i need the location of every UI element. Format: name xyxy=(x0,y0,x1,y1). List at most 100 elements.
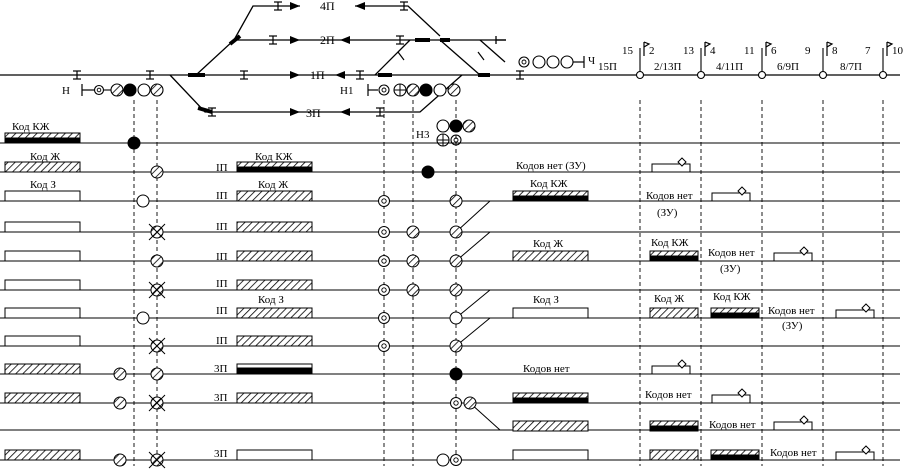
signal-circle-white xyxy=(436,453,450,467)
code-block xyxy=(4,307,81,319)
occupancy-box xyxy=(835,451,875,461)
code-block xyxy=(4,392,81,404)
code-block xyxy=(236,161,313,168)
label-kod-z-1: Код З xyxy=(258,294,284,306)
label-kodov-net-6: Кодов нет xyxy=(768,305,815,317)
signal-circle-white xyxy=(136,311,150,325)
block-signal-number-right: 8 xyxy=(832,45,838,57)
station-layout xyxy=(0,5,900,113)
label-ip-7: IП xyxy=(216,335,228,347)
signal-circle-white xyxy=(136,194,150,208)
signal-circle-hatched xyxy=(449,339,463,353)
occupancy-box xyxy=(773,421,813,431)
track-label-3p: 3П xyxy=(306,106,321,120)
block-section-label: 8/7П xyxy=(840,61,862,73)
block-signal-number-right: 2 xyxy=(649,45,655,57)
signal-circle-ring-inner xyxy=(381,287,387,293)
label-kodov-net-4: Кодов нет xyxy=(708,247,755,259)
code-block xyxy=(4,190,81,202)
code-block xyxy=(236,279,313,291)
block-signal-lamp xyxy=(878,70,888,80)
code-block xyxy=(512,250,589,262)
diamond-marker xyxy=(677,157,687,167)
code-block xyxy=(710,307,760,314)
label-kod-kzh-4: Код КЖ xyxy=(713,291,751,303)
signal-circle-hatched xyxy=(449,283,463,297)
signal-circle-hatched xyxy=(150,254,164,268)
code-block xyxy=(236,335,313,347)
code-block xyxy=(4,132,81,139)
signal-circle-hatched xyxy=(150,367,164,381)
signal-circle-ring-inner xyxy=(381,343,387,349)
occupancy-box xyxy=(773,252,813,262)
block-section-label: 4/11П xyxy=(716,61,743,73)
label-kod-kzh-3: Код КЖ xyxy=(651,237,689,249)
label-kodov-net-1: Кодов нет xyxy=(523,363,570,375)
label-kod-zh-left: Код Ж xyxy=(30,151,60,163)
block-section-label: 6/9П xyxy=(777,61,799,73)
block-signal-flag xyxy=(643,41,651,56)
code-block xyxy=(4,449,81,461)
block-section-label: 2/13П xyxy=(654,61,682,73)
label-kod-z-2: Код З xyxy=(533,294,559,306)
code-block xyxy=(236,221,313,233)
label-ip-4: IП xyxy=(216,251,228,263)
code-block xyxy=(4,335,81,347)
signal-circle-white xyxy=(449,311,463,325)
label-kodov-net-5: Кодов нет xyxy=(709,419,756,431)
flash-rays xyxy=(148,337,166,355)
signal-circle-ring-inner xyxy=(381,258,387,264)
code-block xyxy=(236,449,313,461)
switch-marks xyxy=(188,34,490,114)
signal-circle-hatched xyxy=(406,254,420,268)
signal-circle-hatched xyxy=(449,254,463,268)
label-zu-1: (ЗУ) xyxy=(657,207,678,219)
signal-n3: Н3 xyxy=(416,119,476,147)
code-block xyxy=(4,221,81,233)
signal-ch-label: Ч xyxy=(588,55,595,67)
diamond-marker xyxy=(737,186,747,196)
signal-circle-ring-inner xyxy=(381,229,387,235)
label-ip-5: IП xyxy=(216,278,228,290)
label-3p-3: 3П xyxy=(214,448,228,460)
label-kod-kzh-2: Код КЖ xyxy=(530,178,568,190)
row-connector xyxy=(455,200,491,233)
block-signal-number-left: 7 xyxy=(865,45,871,57)
code-block xyxy=(236,307,313,319)
block-signal-lamp xyxy=(818,70,828,80)
signal-n3-label: Н3 xyxy=(416,129,430,141)
code-block xyxy=(649,449,699,461)
signal-circle-ring-inner xyxy=(453,400,459,406)
diamond-marker xyxy=(861,445,871,455)
label-kodov-net-7: Кодов нет xyxy=(770,447,817,459)
block-section-label: 15П xyxy=(598,61,617,73)
code-block xyxy=(236,250,313,262)
occupancy-box xyxy=(835,309,875,319)
block-signal-number-right: 10 xyxy=(892,45,904,57)
row-connector xyxy=(469,402,501,431)
label-kod-z-left: Код З xyxy=(30,179,56,191)
signal-ch: Ч xyxy=(518,55,595,69)
label-3p-1: 3П xyxy=(214,363,228,375)
signal-circle-hatched xyxy=(449,225,463,239)
label-3p-2: 3П xyxy=(214,392,228,404)
label-zu-3: (ЗУ) xyxy=(782,320,803,332)
block-signal-number-left: 15 xyxy=(622,45,634,57)
signal-circle-ring-inner xyxy=(381,198,387,204)
code-block xyxy=(236,363,313,369)
label-ip-3: IП xyxy=(216,221,228,233)
code-block xyxy=(4,250,81,262)
track-label-2p: 2П xyxy=(320,33,335,47)
label-ip-6: IП xyxy=(216,305,228,317)
signal-circle-hatched xyxy=(463,396,477,410)
code-block xyxy=(512,307,589,319)
block-signal-number-left: 11 xyxy=(744,45,755,57)
occupancy-box xyxy=(651,365,691,375)
signal-circle-hatched xyxy=(113,453,127,467)
label-kod-kzh-1: Код КЖ xyxy=(255,151,293,163)
label-kodov-net-zu: Кодов нет (ЗУ) xyxy=(516,160,586,172)
label-kodov-net-3: Кодов нет xyxy=(645,389,692,401)
